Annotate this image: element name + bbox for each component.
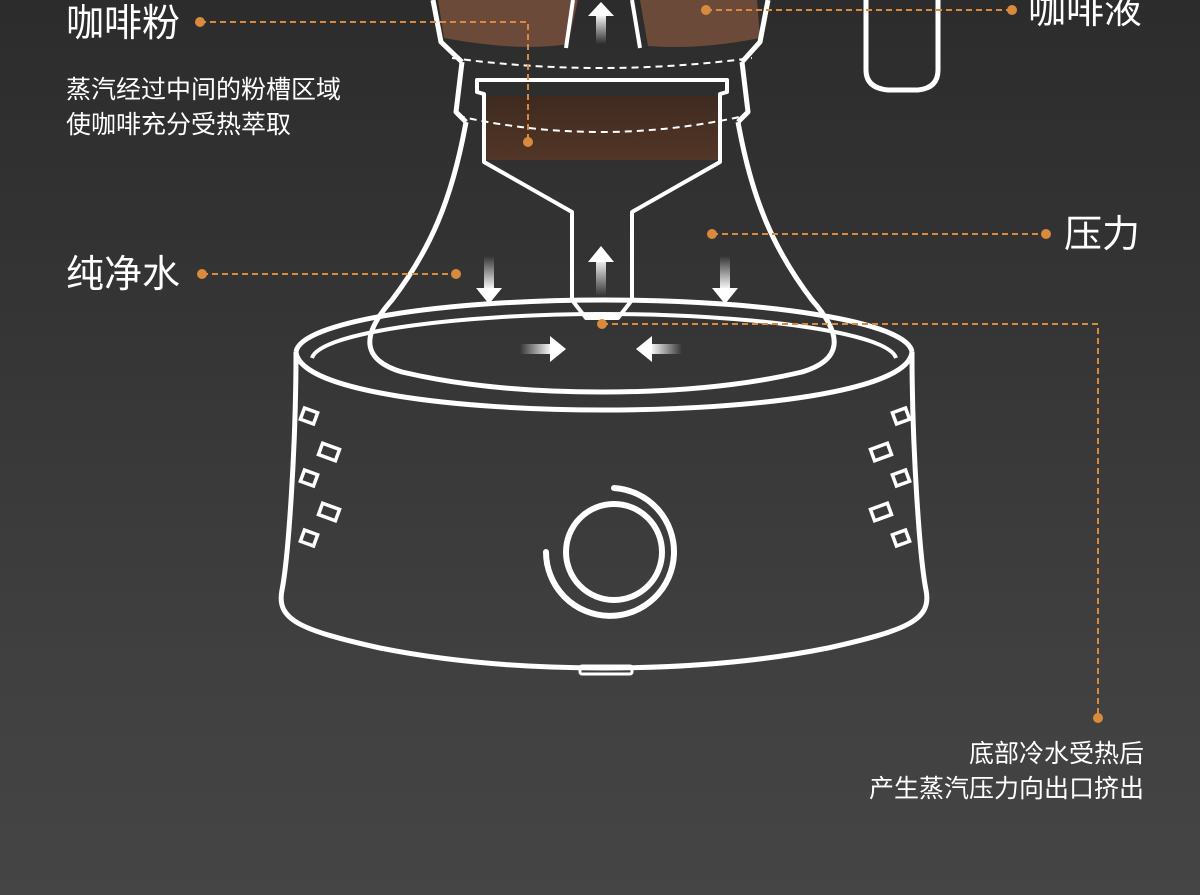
upper-chamber — [430, 0, 771, 64]
base-body-outline — [278, 351, 930, 671]
dot — [701, 5, 711, 15]
handle — [863, 0, 941, 93]
base-top-edge — [293, 351, 915, 413]
flow-arrows — [476, 2, 738, 362]
dot — [707, 229, 717, 239]
callout-line-bottom-note — [602, 323, 1099, 716]
coffee-powder-fill — [486, 96, 718, 160]
coffee-liquid-right — [640, 0, 760, 47]
label-coffee-powder-desc-1: 蒸汽经过中间的粉槽区域 — [66, 75, 342, 104]
arrow-icon — [520, 336, 566, 362]
label-bottom-note-1: 底部冷水受热后 — [968, 739, 1144, 768]
upper-chamber-inner-right — [630, 0, 642, 49]
collar-outline — [453, 61, 751, 124]
power-icon — [543, 485, 677, 619]
label-pressure-title: 压力 — [1064, 212, 1141, 256]
upper-chamber-outline — [430, 0, 771, 64]
label-coffee-powder-desc-2: 使咖啡充分受热萃取 — [66, 110, 292, 139]
arrow-icon — [712, 256, 738, 304]
arrow-icon — [476, 256, 502, 304]
coffee-liquid-left — [438, 0, 578, 47]
callouts — [200, 9, 1099, 716]
arrow-icon — [588, 2, 614, 44]
vents-left — [298, 405, 342, 549]
label-coffee-powder-title: 咖啡粉 — [66, 1, 181, 45]
vents-right — [868, 405, 912, 549]
lower-flask-outline — [367, 121, 837, 395]
label-bottom-note-2: 产生蒸汽压力向出口挤出 — [868, 774, 1144, 803]
heater-base — [278, 297, 930, 676]
dot — [451, 269, 461, 279]
base-rim-inner — [310, 311, 898, 359]
dot — [1007, 5, 1017, 15]
steam-path-upper — [451, 57, 753, 69]
steam-path-lower — [457, 115, 745, 133]
funnel-body — [367, 57, 837, 395]
dot — [523, 137, 533, 147]
dot — [1093, 713, 1103, 723]
filter-basket — [475, 78, 729, 320]
dot — [197, 269, 207, 279]
base-rim-outer — [293, 297, 915, 353]
callout-dots — [195, 5, 1103, 723]
arrow-icon — [636, 336, 682, 362]
label-coffee-liquid-title: 咖啡液 — [1028, 0, 1143, 32]
dot — [195, 17, 205, 27]
label-pure-water-title: 纯净水 — [66, 252, 181, 296]
dot — [597, 319, 607, 329]
arrow-icon — [588, 246, 614, 296]
dot — [1041, 229, 1051, 239]
base-foot — [578, 664, 634, 676]
upper-chamber-inner-left — [564, 0, 575, 49]
